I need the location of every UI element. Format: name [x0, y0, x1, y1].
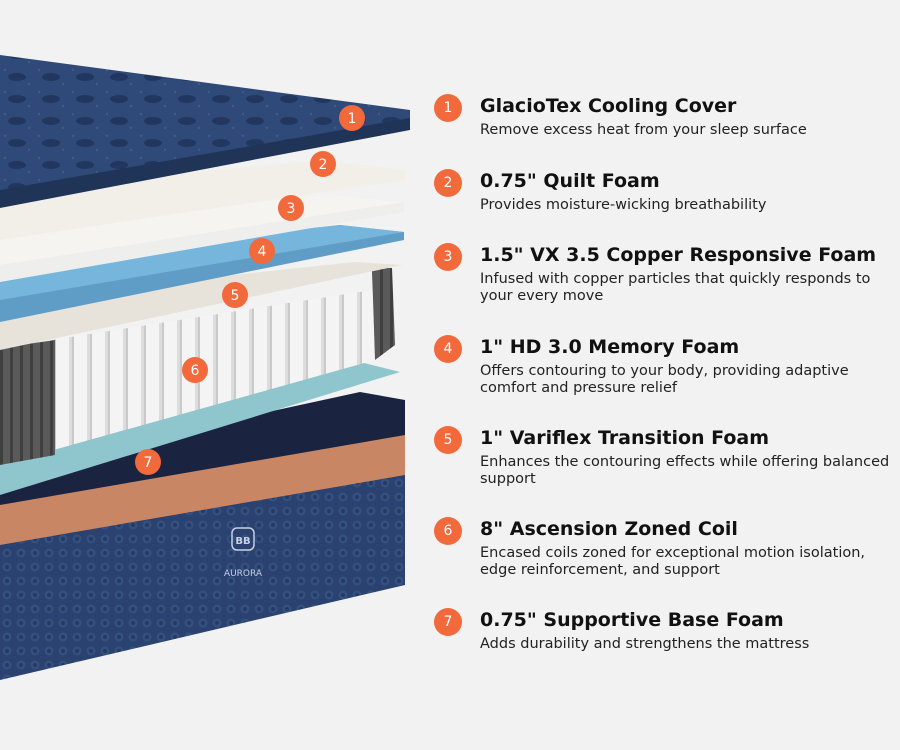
layer-6-coils-front: [0, 340, 55, 465]
layer-description: Adds durability and strengthens the matt…: [480, 636, 810, 652]
badge-1: 1: [339, 105, 365, 131]
layer-title: 8" Ascension Zoned Coil: [480, 518, 738, 540]
svg-text:5: 5: [231, 288, 240, 304]
layer-title: GlacioTex Cooling Cover: [480, 95, 737, 117]
badge-6: 6: [182, 357, 208, 383]
badge-7: 7: [135, 449, 161, 475]
layer-description: Provides moisture-wicking breathability: [480, 197, 767, 213]
layer-description: Infused with copper particles that quick…: [480, 271, 871, 304]
layer-4-top: [0, 225, 404, 300]
layer-number-badge: 3: [434, 243, 462, 271]
layer-1-cover-shape: [0, 55, 410, 205]
badge-3: 3: [278, 195, 304, 221]
layer-4-shape: [0, 225, 404, 322]
base-top: [0, 392, 405, 505]
layer-description: Remove excess heat from your sleep surfa…: [480, 122, 807, 138]
brand-logo: BB AURORA: [224, 527, 263, 579]
layer-title: 1" Variflex Transition Foam: [480, 427, 770, 449]
layer-number-badge: 4: [434, 335, 462, 363]
layer-title: 0.75" Quilt Foam: [480, 170, 660, 192]
layer-1-cover-edge: [0, 118, 410, 208]
layer-description: Offers contouring to your body, providin…: [480, 363, 849, 396]
layer-description: Encased coils zoned for exceptional moti…: [480, 545, 866, 578]
layer-number-badge: 6: [434, 517, 462, 545]
svg-text:3: 3: [287, 201, 296, 217]
layer-7-shape: [0, 362, 400, 495]
badge-4: 4: [249, 238, 275, 264]
svg-text:2: 2: [319, 157, 328, 173]
layer-title: 1.5" VX 3.5 Copper Responsive Foam: [480, 244, 877, 266]
layer-5-shape: [0, 262, 402, 350]
layer-number-badge: 1: [434, 94, 462, 122]
layer-6-coils-end: [372, 268, 395, 360]
layer-title: 0.75" Supportive Base Foam: [480, 609, 784, 631]
layer-number-badge: 5: [434, 426, 462, 454]
layer-2-shape: [0, 160, 405, 240]
mattress-cutaway-illustration: BB AURORA 1 2 3: [0, 55, 410, 680]
svg-text:1: 1: [348, 111, 357, 127]
svg-text:6: 6: [191, 363, 200, 379]
badge-5: 5: [222, 282, 248, 308]
copper-band: [0, 432, 405, 545]
brand-name: AURORA: [224, 569, 263, 579]
layer-number-badge: 7: [434, 608, 462, 636]
svg-text:7: 7: [144, 455, 153, 471]
brand-monogram: BB: [235, 536, 250, 547]
layer-title: 1" HD 3.0 Memory Foam: [480, 336, 740, 358]
badge-2: 2: [310, 151, 336, 177]
svg-text:4: 4: [258, 244, 267, 260]
layer-description: Enhances the contouring effects while of…: [480, 454, 890, 487]
layer-number-badge: 2: [434, 169, 462, 197]
